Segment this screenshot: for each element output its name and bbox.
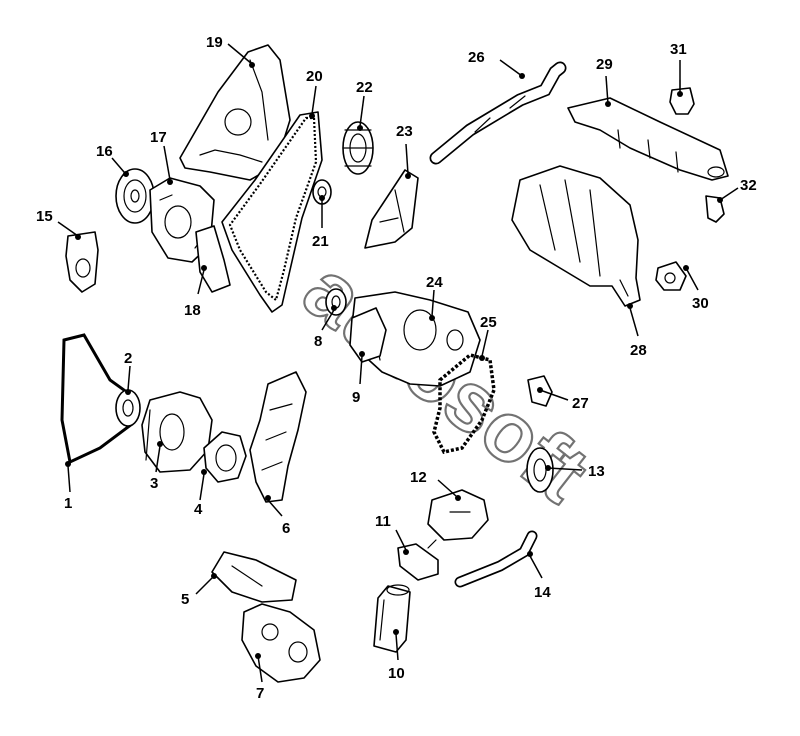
callout-30: 30 [692,295,709,312]
part-7-oil-pump [241,603,321,683]
part-19-timing-cover-upper [179,44,291,181]
callout-32: 32 [740,177,757,194]
callout-2: 2 [124,350,132,367]
part-10-oil-filter [373,584,411,653]
callout-19: 19 [206,34,223,51]
part-23-bracket [364,169,419,249]
callout-1: 1 [64,495,72,512]
callouts: 1 2 3 4 5 6 7 8 9 10 [36,34,757,702]
callout-22: 22 [356,79,373,96]
part-8-tensioner-pulley [325,288,347,316]
callout-6: 6 [282,520,290,537]
part-30-gasket [655,261,687,291]
part-11-sensor [397,543,439,581]
callout-23: 23 [396,123,413,140]
part-5-bracket [211,551,297,603]
callout-31: 31 [670,41,687,58]
callout-27: 27 [572,395,589,412]
part-9-gasket [349,307,387,363]
callout-15: 15 [36,208,53,225]
callout-17: 17 [150,129,167,146]
callout-16: 16 [96,143,113,160]
part-12-pump [427,489,489,549]
callout-14: 14 [534,584,551,601]
callout-9: 9 [352,389,360,406]
callout-3: 3 [150,475,158,492]
callout-5: 5 [181,591,189,608]
part-3-alternator [141,391,213,473]
callout-26: 26 [468,49,485,66]
part-4-filter-housing [203,431,247,483]
callout-8: 8 [314,333,322,350]
part-6-support-bracket [249,371,307,503]
part-28-intake-manifold [511,165,641,307]
part-14-hose [454,530,538,588]
callout-12: 12 [410,469,427,486]
callout-10: 10 [388,665,405,682]
callout-20: 20 [306,68,323,85]
part-29-fuel-rail [567,97,729,181]
part-18-gasket [195,225,231,293]
part-20-timing-belt [221,111,323,313]
part-31-pressure-sensor [669,79,695,115]
part-13-crank-sprocket [526,447,554,493]
callout-25: 25 [480,314,497,331]
callout-7: 7 [256,685,264,702]
callout-24: 24 [426,274,443,291]
part-16-crankshaft-pulley [115,168,155,224]
callout-21: 21 [312,233,329,250]
callout-4: 4 [194,501,203,518]
callout-29: 29 [596,56,613,73]
callout-28: 28 [630,342,647,359]
callout-18: 18 [184,302,201,319]
part-2-pulley [115,389,141,427]
callout-11: 11 [375,513,391,530]
part-15-mount [65,231,99,293]
part-22-camshaft-sprocket [342,121,374,175]
part-26-breather-hose [429,61,567,165]
callout-13: 13 [588,463,605,480]
